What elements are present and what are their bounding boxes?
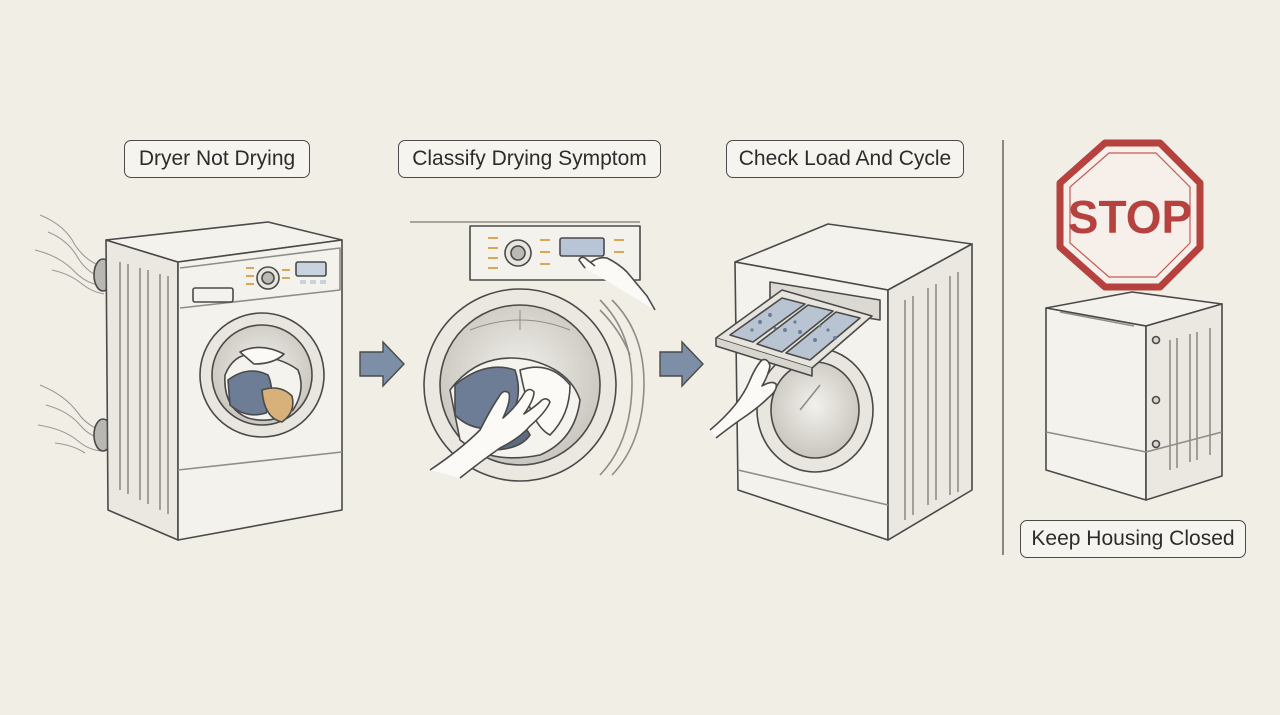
stop-sign-icon <box>1056 139 1204 291</box>
flow-arrow-1-icon <box>359 340 405 388</box>
hands-checking-laundry-drum-illustration <box>410 221 656 482</box>
step-label-dryer-not-drying: Dryer Not Drying <box>124 140 310 178</box>
steam-wisps-icon <box>34 214 106 454</box>
dryer-venting-heat-illustration <box>34 214 343 541</box>
warning-label-keep-housing-closed: Keep Housing Closed <box>1020 520 1246 558</box>
closed-housing-box-illustration <box>1045 291 1223 501</box>
lint-filter-removal-illustration <box>709 223 973 541</box>
step-label-classify-symptom: Classify Drying Symptom <box>398 140 661 178</box>
stop-sign-text: STOP <box>1068 191 1192 243</box>
step-label-check-load-cycle: Check Load And Cycle <box>726 140 964 178</box>
flow-arrow-2-icon <box>659 340 704 388</box>
